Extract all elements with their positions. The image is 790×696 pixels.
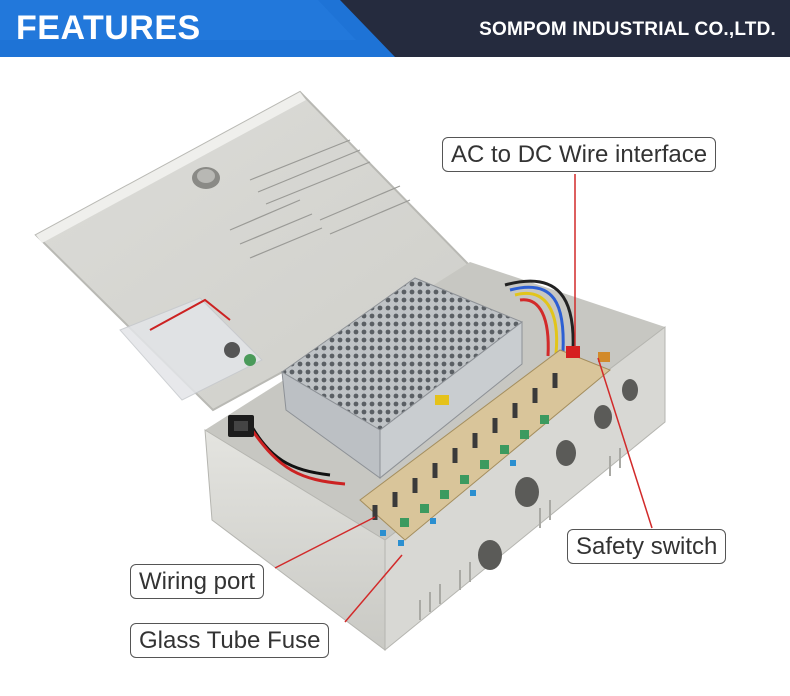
lock-icon bbox=[192, 167, 220, 189]
wires bbox=[246, 279, 575, 486]
label-glass-tube-fuse: Glass Tube Fuse bbox=[130, 623, 330, 658]
label-ac-dc-interface: AC to DC Wire interface bbox=[442, 137, 717, 172]
page-title: FEATURES bbox=[16, 9, 201, 47]
label-safety-switch: Safety switch bbox=[567, 529, 727, 564]
safety-switch bbox=[566, 346, 580, 358]
lid-sticker bbox=[229, 139, 411, 259]
banner-accent bbox=[0, 0, 395, 57]
accessory-bag bbox=[119, 297, 263, 401]
company-name: SOMPOM INDUSTRIAL CO.,LTD. bbox=[479, 19, 776, 40]
cable-holes bbox=[478, 379, 638, 570]
ac-plug bbox=[228, 415, 254, 437]
leader-lines bbox=[274, 174, 653, 623]
vent-slots bbox=[419, 448, 621, 620]
product-image bbox=[34, 90, 666, 652]
glass-fuses bbox=[380, 460, 516, 546]
power-module bbox=[281, 277, 523, 480]
label-wiring-port: Wiring port bbox=[130, 564, 265, 599]
terminal-board bbox=[359, 346, 611, 546]
header-banner: FEATURES SOMPOM INDUSTRIAL CO.,LTD. bbox=[0, 0, 790, 57]
